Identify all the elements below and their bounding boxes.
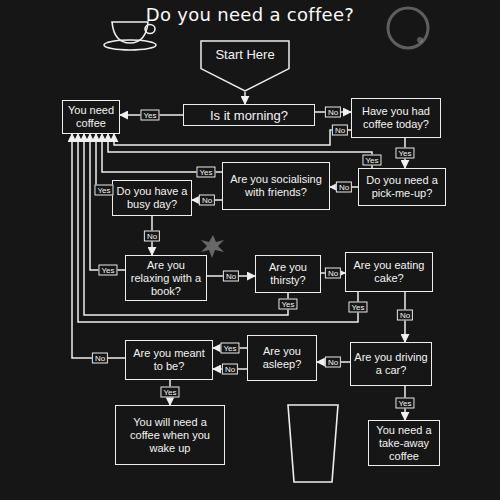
answer-tag: No xyxy=(144,231,160,242)
answer-tag: Yes xyxy=(362,155,381,166)
answer-tag: Yes xyxy=(160,387,179,398)
node-text: Are you meant to be? xyxy=(128,347,210,373)
result-box: You need a take-away coffee xyxy=(368,420,440,466)
answer-tag: No xyxy=(325,268,341,279)
answer-tag: No xyxy=(92,353,108,364)
flow-arrow xyxy=(96,134,112,190)
answer-tag: Yes xyxy=(94,185,113,196)
answer-tag: Yes xyxy=(395,148,414,159)
question-box: Are you socialising with friends? xyxy=(222,162,330,210)
node-text: Are you relaxing with a book? xyxy=(128,259,204,298)
coffee-cup xyxy=(112,22,148,43)
answer-tag: No xyxy=(222,364,238,375)
question-box: Have you had coffee today? xyxy=(351,98,441,138)
saucer xyxy=(104,40,156,50)
node-text: You need coffee xyxy=(65,104,117,130)
question-box: Are you driving a car? xyxy=(350,342,432,386)
flow-arrow xyxy=(244,92,246,104)
answer-tag: Yes xyxy=(278,299,297,310)
node-text: Do you need a pick-me-up? xyxy=(361,174,443,200)
answer-tag: Yes xyxy=(140,110,159,121)
question-box: Are you asleep? xyxy=(247,335,317,381)
node-text: You need a take-away coffee xyxy=(371,424,437,463)
node-text: Do you have a busy day? xyxy=(115,185,189,211)
answer-tag: Yes xyxy=(220,343,239,354)
answer-tag: Yes xyxy=(348,302,367,313)
node-text: Are you thirsty? xyxy=(258,261,318,287)
coffee-ring xyxy=(388,8,428,48)
question-box: Are you relaxing with a book? xyxy=(125,255,207,301)
flow-arrow xyxy=(72,134,125,358)
coffee-drop xyxy=(417,37,423,43)
question-box: Are you eating cake? xyxy=(345,252,433,292)
answer-tag: No xyxy=(199,195,215,206)
flow-arrow xyxy=(78,134,358,322)
answer-tag: No xyxy=(336,182,352,193)
answer-tag: Yes xyxy=(196,167,215,178)
question-box: Are you thirsty? xyxy=(255,255,321,293)
answer-tag: No xyxy=(397,310,413,321)
flow-arrow xyxy=(114,130,351,145)
question-box: Do you need a pick-me-up? xyxy=(358,168,446,206)
node-text: Have you had coffee today? xyxy=(354,105,438,131)
answer-tag: No xyxy=(223,271,239,282)
answer-tag: No xyxy=(325,107,341,118)
question-box: Is it morning? xyxy=(183,104,315,126)
answer-tag: No xyxy=(332,125,348,136)
result-box: You need coffee xyxy=(62,100,120,134)
glass xyxy=(288,405,338,482)
result-box: You will need a coffee when you wake up xyxy=(115,405,225,465)
node-text: Are you asleep? xyxy=(250,345,314,371)
node-text: Start Here xyxy=(215,48,274,61)
node-text: Are you driving a car? xyxy=(353,351,429,377)
start-arrow: Start Here xyxy=(200,40,290,92)
node-text: You will need a coffee when you wake up xyxy=(118,416,222,455)
title: Do you need a coffee? xyxy=(0,4,500,25)
question-box: Do you have a busy day? xyxy=(112,180,192,216)
answer-tag: Yes xyxy=(98,265,117,276)
node-text: Is it morning? xyxy=(210,109,288,122)
answer-tag: No xyxy=(325,357,341,368)
question-box: Are you meant to be? xyxy=(125,340,213,380)
node-text: Are you eating cake? xyxy=(348,259,430,285)
answer-tag: Yes xyxy=(395,398,414,409)
node-text: Are you socialising with friends? xyxy=(225,173,327,199)
cup-handle xyxy=(145,25,155,34)
